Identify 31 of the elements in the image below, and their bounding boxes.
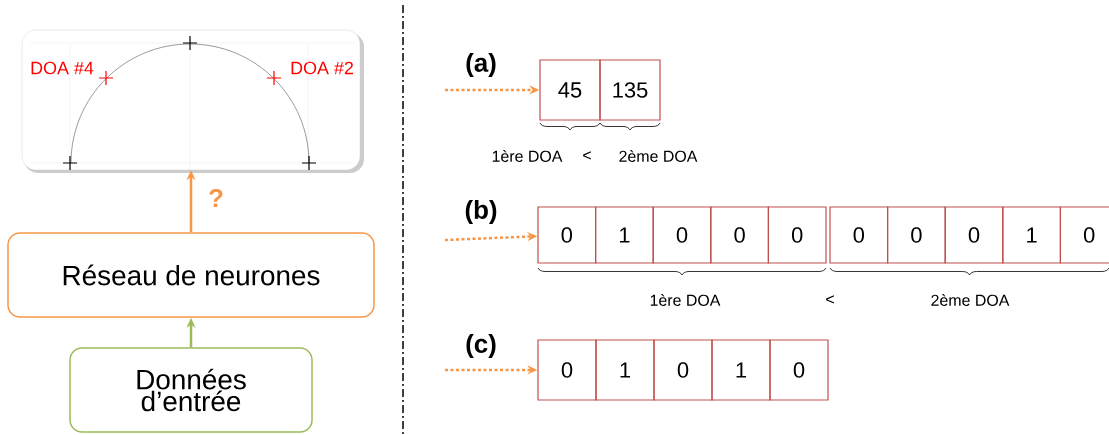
brace-label: 2ème DOA xyxy=(931,294,1010,306)
bit-cell: 135 xyxy=(599,59,661,121)
bit-cell: 1 xyxy=(1002,206,1061,264)
brace-label: < xyxy=(826,295,834,304)
bit-cell: 0 xyxy=(829,206,889,264)
brace-label: 1ère DOA xyxy=(650,294,721,306)
doa-label: DOA #2 xyxy=(291,61,353,75)
bit-cell: 0 xyxy=(1059,206,1109,264)
bit-cell: 1 xyxy=(595,206,654,264)
bit-cell: 0 xyxy=(537,339,597,401)
bit-cell: 0 xyxy=(653,339,713,401)
bit-cell: 0 xyxy=(652,206,712,264)
bit-cell: 1 xyxy=(595,339,655,401)
doa-label: DOA #4 xyxy=(31,61,94,75)
bit-cell: 0 xyxy=(769,339,829,401)
bit-cell: 0 xyxy=(944,206,1004,264)
bit-cell: 1 xyxy=(711,339,771,401)
bit-cell: 0 xyxy=(767,206,827,264)
edge-label: ? xyxy=(209,188,223,208)
panel-letter: (c) xyxy=(466,333,496,359)
brace-label: < xyxy=(583,151,591,160)
bit-cell: 45 xyxy=(539,59,601,121)
process-box: Réseau de neurones xyxy=(7,232,375,318)
brace-label: 1ère DOA xyxy=(492,150,563,162)
input-box: Données d’entrée xyxy=(69,347,313,433)
panel-letter: (b) xyxy=(465,199,497,225)
bit-cell: 0 xyxy=(710,206,769,264)
bit-cell: 0 xyxy=(537,206,597,264)
brace-label: 2ème DOA xyxy=(619,150,698,162)
bit-cell: 0 xyxy=(887,206,946,264)
panel-letter: (a) xyxy=(466,52,496,78)
